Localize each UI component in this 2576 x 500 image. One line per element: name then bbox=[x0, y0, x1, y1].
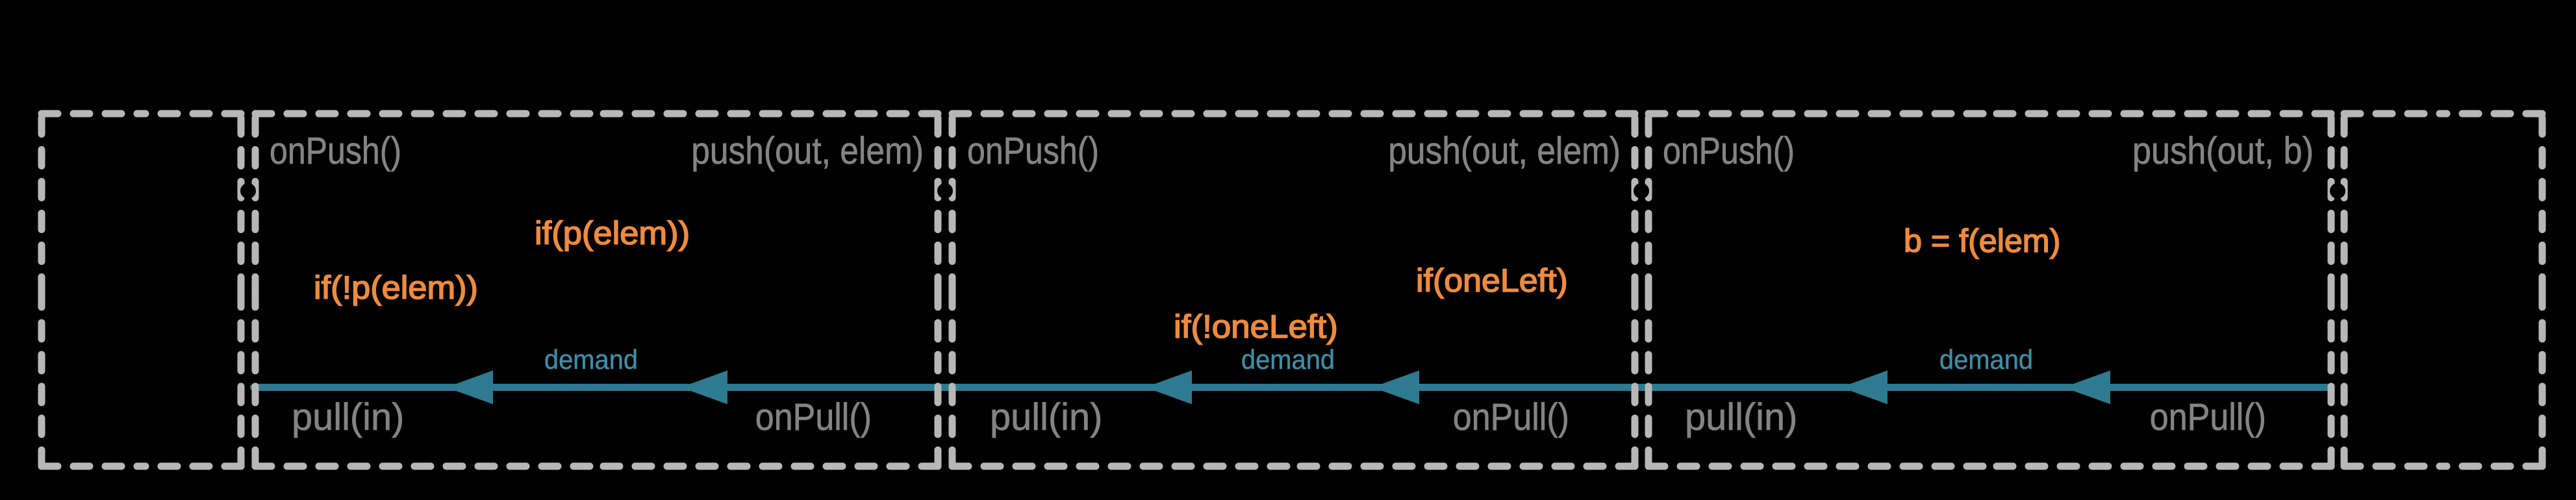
svg-text:if(!p(elem)): if(!p(elem)) bbox=[314, 269, 478, 306]
svg-text:pull(in): pull(in) bbox=[292, 397, 404, 438]
svg-text:push(out, elem): push(out, elem) bbox=[691, 129, 924, 172]
svg-text:if(!oneLeft): if(!oneLeft) bbox=[1174, 308, 1338, 344]
svg-text:demand: demand bbox=[1939, 344, 2033, 375]
svg-text:onPush(): onPush() bbox=[1663, 131, 1795, 172]
svg-text:push(out, b): push(out, b) bbox=[2132, 129, 2314, 171]
svg-text:onPush(): onPush() bbox=[270, 131, 401, 172]
svg-text:if(p(elem)): if(p(elem)) bbox=[535, 215, 690, 251]
svg-text:onPull(): onPull() bbox=[1453, 395, 1569, 438]
svg-text:pull(in): pull(in) bbox=[990, 397, 1102, 438]
svg-text:if(oneLeft): if(oneLeft) bbox=[1416, 262, 1568, 299]
svg-text:pull(in): pull(in) bbox=[1685, 397, 1797, 438]
svg-text:b = f(elem): b = f(elem) bbox=[1904, 223, 2060, 259]
svg-text:onPush(): onPush() bbox=[967, 131, 1099, 172]
svg-text:demand: demand bbox=[1241, 344, 1335, 375]
svg-text:onPull(): onPull() bbox=[755, 395, 872, 438]
svg-text:demand: demand bbox=[544, 344, 638, 375]
svg-text:onPull(): onPull() bbox=[2150, 395, 2266, 438]
svg-text:push(out, elem): push(out, elem) bbox=[1388, 129, 1621, 172]
